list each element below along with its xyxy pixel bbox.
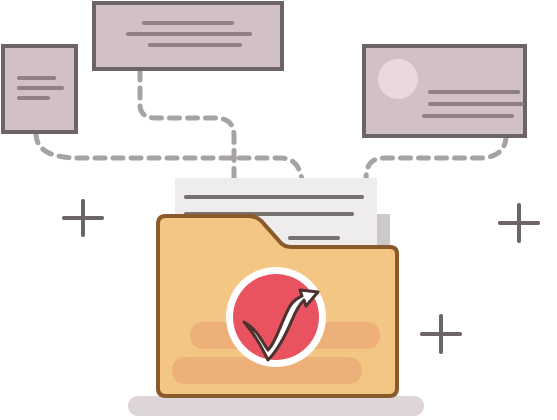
top-card xyxy=(92,1,284,71)
connector-right xyxy=(363,133,509,183)
dashed-connectors xyxy=(33,67,509,183)
right-card xyxy=(362,44,527,138)
left-card xyxy=(1,44,78,134)
connector-top xyxy=(137,67,237,181)
curved-arrow-logo-icon xyxy=(226,267,326,367)
folder-shadow xyxy=(128,396,424,416)
connector-left xyxy=(33,130,305,183)
avatar xyxy=(378,59,418,99)
folder-band-bottom xyxy=(172,357,362,384)
plus-icon-bottom xyxy=(420,314,462,354)
plus-icon-right xyxy=(498,203,540,243)
plus-icon-left xyxy=(62,199,104,237)
